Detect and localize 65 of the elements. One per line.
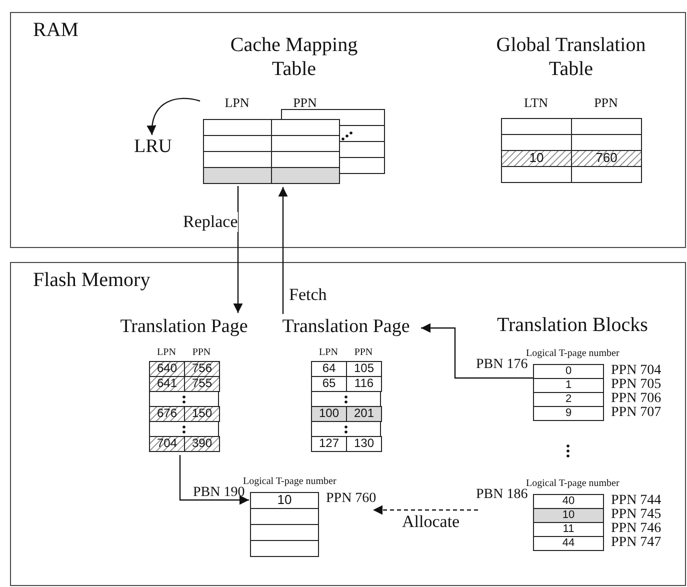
column-header: LPN bbox=[156, 347, 177, 358]
edge-label: Replace bbox=[183, 212, 238, 232]
table-cell: 64 bbox=[311, 361, 347, 377]
table-cell: 2 bbox=[533, 392, 604, 407]
table-cell: 10 bbox=[501, 150, 572, 167]
memory-panel bbox=[10, 262, 686, 586]
arrow bbox=[278, 187, 288, 314]
column-header: PPN bbox=[593, 95, 619, 111]
page-number: PPN 745 bbox=[611, 507, 662, 522]
column-header: PPN bbox=[353, 347, 374, 358]
table-title: Cache Mapping Table bbox=[229, 33, 359, 81]
panel-title: Flash Memory bbox=[33, 269, 150, 292]
table-cell: 40 bbox=[533, 494, 604, 509]
column-header: LPN bbox=[318, 347, 339, 358]
table-cell: 11 bbox=[533, 522, 604, 537]
page-number: PPN 744 bbox=[611, 493, 662, 508]
page-number: PPN 704 bbox=[611, 363, 662, 378]
table-cell: 760 bbox=[571, 150, 642, 167]
caption-text: Logical T-page number bbox=[243, 476, 336, 487]
table-cell: 130 bbox=[346, 436, 382, 452]
text-label: LRU bbox=[134, 136, 176, 158]
table-cell: 640 bbox=[149, 361, 185, 377]
section-title: Translation Blocks bbox=[497, 314, 648, 337]
table-cell: 9 bbox=[533, 406, 604, 421]
page-number: PPN 705 bbox=[611, 377, 662, 392]
caption-text: Logical T-page number bbox=[526, 478, 620, 489]
arrow bbox=[233, 186, 243, 313]
page-number: PPN 706 bbox=[611, 391, 662, 406]
block-number: PBN 176 bbox=[476, 357, 528, 373]
arrow bbox=[373, 505, 478, 515]
table-cell: 756 bbox=[184, 361, 220, 377]
memory-panel bbox=[10, 12, 686, 248]
page-number: PPN 760 bbox=[326, 491, 376, 507]
table-cell: 100 bbox=[311, 406, 347, 422]
arrow bbox=[147, 98, 200, 135]
table-cell: 44 bbox=[533, 536, 604, 551]
table-cell: 1 bbox=[533, 378, 604, 393]
table-title: Translation Page bbox=[119, 315, 249, 338]
table-cell: 127 bbox=[311, 436, 347, 452]
column-header: LPN bbox=[224, 95, 250, 111]
column-header: PPN bbox=[191, 347, 212, 358]
panel-title: RAM bbox=[33, 19, 79, 42]
block-number: PBN 186 bbox=[476, 487, 528, 503]
page-number: PPN 746 bbox=[611, 521, 662, 536]
page-number: PPN 747 bbox=[611, 535, 662, 551]
table-title: Translation Page bbox=[281, 315, 411, 338]
table-cell: 704 bbox=[149, 436, 185, 452]
table-cell: 201 bbox=[346, 406, 382, 422]
table-cell: 390 bbox=[184, 436, 220, 452]
arrow bbox=[179, 455, 249, 505]
block-number: PBN 190 bbox=[193, 485, 245, 501]
column-header: LTN bbox=[522, 95, 550, 111]
table-cell: 676 bbox=[149, 406, 185, 422]
caption-text: Logical T-page number bbox=[526, 348, 620, 359]
column-header: PPN bbox=[292, 95, 318, 111]
page-number: PPN 707 bbox=[611, 405, 662, 421]
table-cell: 0 bbox=[533, 364, 604, 379]
table-cell: 755 bbox=[184, 376, 220, 392]
table-cell: 10 bbox=[533, 508, 604, 523]
table-cell: 150 bbox=[184, 406, 220, 422]
table-cell: 105 bbox=[346, 361, 382, 377]
table-cell: 641 bbox=[149, 376, 185, 392]
table-cell: 10 bbox=[250, 492, 319, 509]
table-title: Global Translation Table bbox=[496, 33, 646, 81]
arrow bbox=[421, 323, 533, 379]
